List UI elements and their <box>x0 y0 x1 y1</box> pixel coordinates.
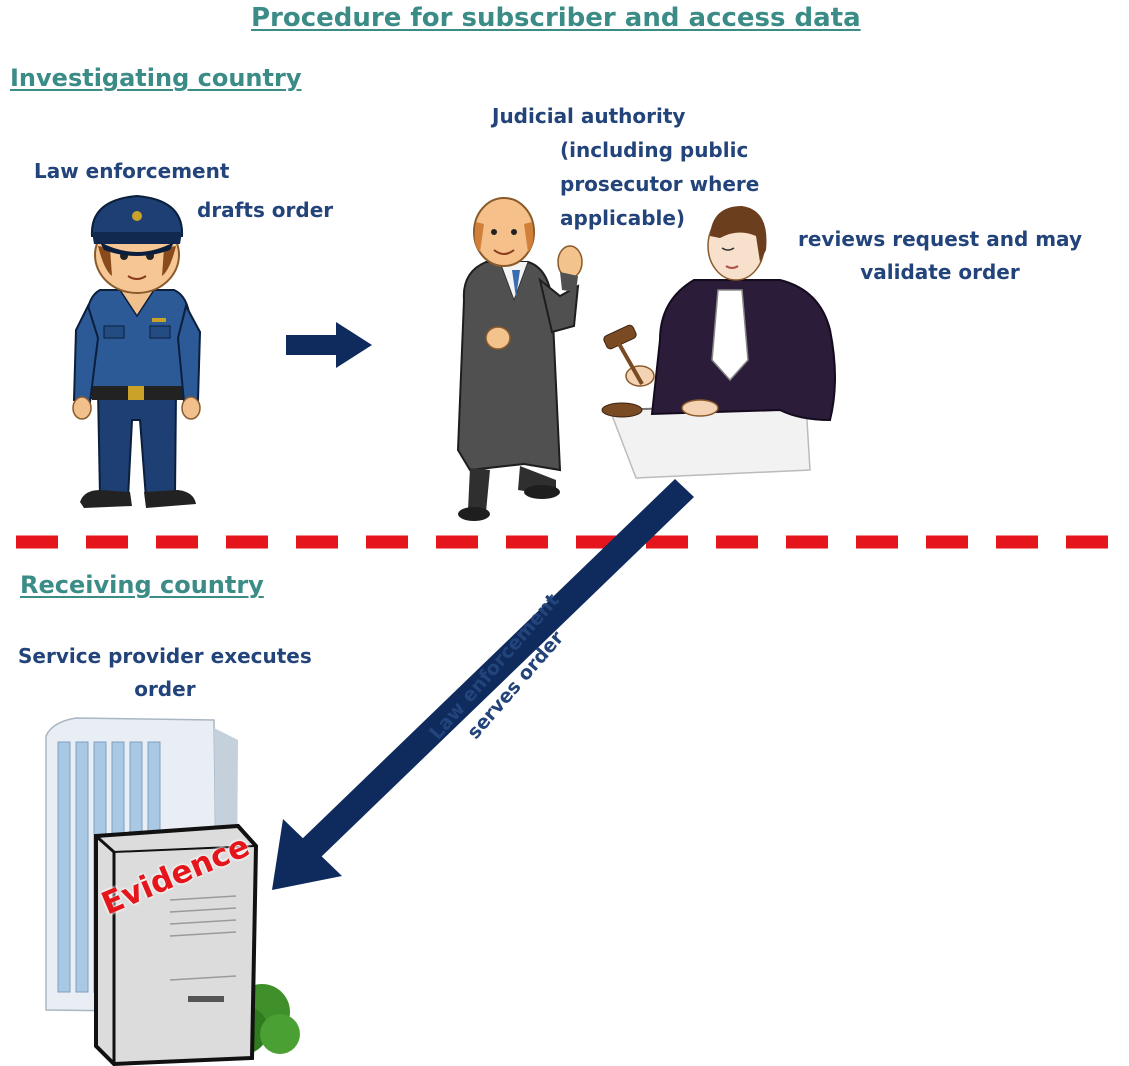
receiving-country-heading: Receiving country <box>20 571 264 599</box>
reviews-line: reviews request and may <box>798 227 1082 251</box>
reviews-line: validate order <box>860 260 1020 284</box>
server-building-icon <box>45 717 300 1066</box>
drafts-order-label: drafts order <box>197 198 334 222</box>
prosecutor-figure-icon <box>456 197 583 521</box>
diagonal-arrow-icon <box>272 479 694 890</box>
police-officer-icon <box>72 194 202 508</box>
judicial-authority-label: Judicial authority (including public pro… <box>492 99 759 235</box>
investigating-country-heading: Investigating country <box>10 64 302 92</box>
judge-figure-icon <box>601 206 836 479</box>
judicial-line: applicable) <box>560 206 686 230</box>
judicial-line: Judicial authority <box>492 104 686 128</box>
reviews-request-label: reviews request and may validate order <box>798 223 1082 289</box>
judicial-line: prosecutor where <box>560 172 760 196</box>
law-enforcement-label: Law enforcement <box>34 159 230 183</box>
service-provider-label: Service provider executes order <box>18 640 312 706</box>
service-line: Service provider executes <box>18 644 312 668</box>
service-line: order <box>134 677 196 701</box>
judicial-line: (including public <box>560 138 749 162</box>
arrow-right-icon <box>286 322 372 368</box>
page-title: Procedure for subscriber and access data <box>251 3 861 33</box>
